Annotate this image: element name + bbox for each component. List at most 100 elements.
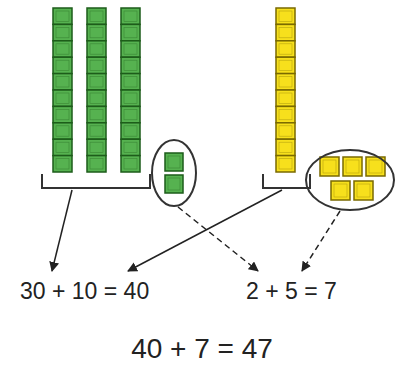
unit-cube: [121, 24, 140, 40]
unit-cube-face: [56, 142, 69, 152]
unit-cube-face: [279, 27, 292, 37]
unit-cube: [87, 41, 106, 57]
unit-cube-face: [279, 126, 292, 136]
equation-label: 30 + 10 = 40: [20, 278, 149, 304]
unit-cube-face: [56, 27, 69, 37]
unit-cube: [276, 106, 295, 122]
leader-arrow: [302, 211, 340, 271]
unit-cube-face: [56, 44, 69, 54]
unit-cube-face: [124, 159, 137, 169]
unit-cube-face: [279, 93, 292, 103]
unit-cube-face: [90, 93, 103, 103]
unit-cube-face: [357, 184, 370, 197]
unit-cube-face: [279, 159, 292, 169]
unit-cube: [87, 74, 106, 90]
unit-cube-face: [90, 126, 103, 136]
unit-cube: [87, 8, 106, 24]
unit-cube: [53, 41, 72, 57]
unit-cube-face: [124, 44, 137, 54]
unit-cube: [276, 74, 295, 90]
unit-cube: [121, 123, 140, 139]
unit-cube: [53, 156, 72, 172]
unit-cube: [354, 181, 373, 200]
unit-cube-face: [56, 126, 69, 136]
unit-cube: [165, 175, 183, 193]
unit-cube-face: [124, 77, 137, 87]
unit-cube-face: [334, 184, 347, 197]
unit-cube-face: [323, 160, 336, 173]
unit-cube-face: [346, 160, 359, 173]
unit-cube: [53, 74, 72, 90]
unit-cube: [53, 139, 72, 155]
unit-cube-face: [279, 77, 292, 87]
unit-cube: [87, 123, 106, 139]
unit-cube: [121, 90, 140, 106]
unit-cube-face: [124, 60, 137, 70]
unit-cube: [87, 156, 106, 172]
unit-cube-face: [90, 77, 103, 87]
unit-cube-face: [56, 109, 69, 119]
unit-cube: [320, 157, 339, 176]
block-group: [53, 8, 385, 200]
unit-cube-face: [279, 44, 292, 54]
unit-cube-face: [369, 160, 382, 173]
unit-cube-face: [90, 11, 103, 21]
unit-cube-face: [90, 44, 103, 54]
leader-arrow: [52, 190, 72, 271]
bracket: [263, 174, 310, 188]
equation-label: 2 + 5 = 7: [246, 278, 337, 304]
unit-cube: [121, 41, 140, 57]
unit-cube-face: [124, 93, 137, 103]
unit-cube-face: [279, 109, 292, 119]
unit-cube: [276, 24, 295, 40]
unit-cube: [331, 181, 350, 200]
unit-cube-face: [90, 27, 103, 37]
unit-cube: [87, 57, 106, 73]
equation-label: 40 + 7 = 47: [131, 333, 273, 365]
unit-cube-face: [56, 60, 69, 70]
unit-cube: [87, 106, 106, 122]
unit-cube-face: [124, 126, 137, 136]
unit-cube-face: [90, 60, 103, 70]
unit-cube: [276, 57, 295, 73]
unit-cube-face: [56, 77, 69, 87]
unit-cube: [87, 90, 106, 106]
unit-cube: [276, 123, 295, 139]
unit-cube-face: [56, 159, 69, 169]
unit-cube-face: [124, 142, 137, 152]
unit-cube: [276, 41, 295, 57]
ones-circle: [306, 150, 394, 210]
unit-cube-face: [124, 11, 137, 21]
unit-cube-face: [124, 109, 137, 119]
unit-cube-face: [90, 142, 103, 152]
unit-cube: [121, 57, 140, 73]
unit-cube: [53, 24, 72, 40]
unit-cube-face: [279, 60, 292, 70]
unit-cube: [53, 8, 72, 24]
ones-circle: [152, 140, 196, 206]
unit-cube: [276, 8, 295, 24]
bracket: [42, 174, 150, 188]
unit-cube: [53, 123, 72, 139]
leader-arrow: [128, 190, 282, 271]
unit-cube-face: [90, 109, 103, 119]
unit-cube-face: [168, 156, 180, 168]
unit-cube-face: [279, 11, 292, 21]
leader-arrow: [178, 207, 258, 271]
unit-cube-face: [56, 93, 69, 103]
unit-cube: [343, 157, 362, 176]
unit-cube: [121, 8, 140, 24]
unit-cube: [121, 106, 140, 122]
unit-cube: [165, 153, 183, 171]
unit-cube-face: [56, 11, 69, 21]
unit-cube: [53, 106, 72, 122]
unit-cube-face: [168, 178, 180, 190]
unit-cube-face: [90, 159, 103, 169]
unit-cube: [87, 139, 106, 155]
unit-cube: [121, 74, 140, 90]
unit-cube: [121, 156, 140, 172]
unit-cube: [276, 90, 295, 106]
unit-cube: [53, 90, 72, 106]
unit-cube: [121, 139, 140, 155]
